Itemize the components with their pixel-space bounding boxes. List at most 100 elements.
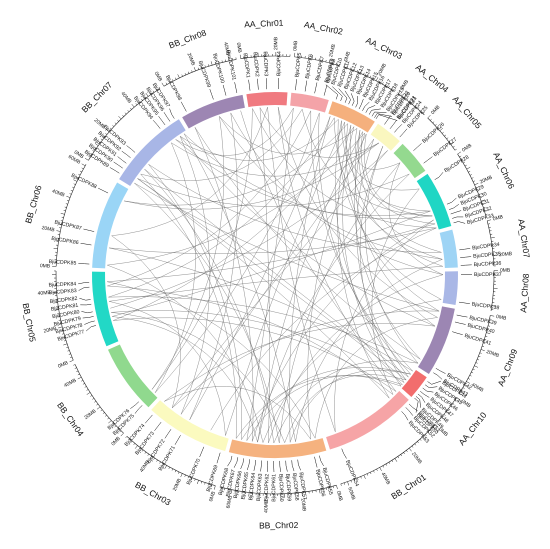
scale-tick bbox=[466, 166, 471, 170]
gene-marker-line bbox=[154, 421, 162, 431]
chromosome-label: AA_Chr02 bbox=[303, 19, 344, 36]
scale-tick bbox=[119, 430, 122, 433]
link-curve bbox=[219, 116, 443, 260]
gene-label: BjuCDPK65 bbox=[240, 472, 250, 500]
scale-tick bbox=[100, 138, 103, 141]
scale-tick bbox=[420, 109, 422, 112]
scale-tick bbox=[427, 114, 431, 119]
scale-tick bbox=[239, 54, 241, 59]
scale-tick bbox=[363, 72, 365, 75]
scale-tick bbox=[403, 452, 405, 455]
scale-tick-label: 40MB bbox=[51, 188, 66, 198]
chromosome-block-aa-chr04 bbox=[370, 123, 400, 151]
scale-tick bbox=[366, 74, 368, 77]
scale-tick-label: 40MB bbox=[380, 471, 392, 486]
link-curve bbox=[111, 310, 405, 383]
scale-tick-label: 40MB bbox=[63, 377, 78, 389]
scale-tick bbox=[194, 478, 196, 481]
gene-marker-line bbox=[260, 460, 262, 472]
scale-tick bbox=[475, 362, 478, 364]
scale-tick bbox=[120, 433, 124, 437]
chromosome-block-bb-chr05 bbox=[91, 271, 119, 347]
scale-tick bbox=[125, 436, 128, 438]
scale-tick-label: 0MB bbox=[492, 214, 504, 223]
scale-tick bbox=[487, 219, 492, 221]
gene-label: BjuCDPK27 bbox=[432, 137, 458, 158]
gene-marker-line bbox=[285, 460, 288, 472]
scale-tick bbox=[58, 326, 63, 329]
gene-label: BjuCDPK59 bbox=[284, 473, 292, 501]
scale-arc bbox=[163, 59, 237, 87]
link-curve bbox=[219, 116, 358, 155]
link-curve bbox=[144, 168, 409, 378]
scale-tick bbox=[171, 468, 174, 471]
gene-marker-line bbox=[389, 119, 397, 129]
link-curve bbox=[230, 112, 444, 275]
gene-marker-line bbox=[394, 124, 403, 133]
gene-marker-line bbox=[199, 446, 205, 458]
scale-tick bbox=[335, 62, 337, 65]
scale-tick-label: 0MB bbox=[496, 314, 508, 322]
scale-tick bbox=[482, 203, 485, 205]
scale-tick bbox=[141, 449, 144, 452]
scale-tick-label: 20MB bbox=[172, 477, 183, 492]
link-curve bbox=[257, 131, 363, 443]
link-curve bbox=[273, 360, 419, 444]
gene-marker-line bbox=[169, 108, 175, 119]
scale-tick bbox=[343, 63, 346, 68]
scale-tick bbox=[145, 93, 149, 97]
link-curve bbox=[289, 116, 331, 443]
scale-tick-label: 60MB bbox=[346, 486, 356, 501]
link-curve bbox=[172, 150, 388, 408]
chromosome-block-bb-chr04 bbox=[107, 344, 158, 408]
scale-tick bbox=[138, 101, 140, 103]
scale-tick bbox=[329, 487, 331, 490]
scale-tick bbox=[474, 182, 479, 186]
scale-tick bbox=[188, 71, 190, 74]
scale-tick bbox=[403, 96, 406, 99]
gene-label: BjuCDPK38 bbox=[471, 301, 499, 311]
link-curve bbox=[337, 125, 390, 399]
scale-tick bbox=[483, 207, 486, 209]
scale-tick bbox=[452, 402, 455, 405]
scale-tick-label: 0MB bbox=[461, 142, 473, 153]
scale-tick bbox=[175, 77, 177, 80]
link-curve bbox=[210, 227, 437, 431]
link-curve bbox=[364, 133, 433, 217]
link-curve bbox=[358, 130, 442, 253]
scale-tick bbox=[108, 420, 112, 424]
scale-tick bbox=[63, 210, 66, 212]
gene-marker-line bbox=[435, 368, 446, 374]
gene-marker-line bbox=[84, 320, 95, 325]
link-curve bbox=[345, 123, 440, 312]
scale-tick bbox=[100, 409, 103, 412]
scale-tick bbox=[201, 481, 203, 484]
scale-tick bbox=[441, 416, 444, 419]
scale-tick bbox=[214, 485, 216, 490]
scale-tick bbox=[353, 479, 356, 482]
scale-tick bbox=[177, 74, 180, 79]
scale-tick bbox=[328, 58, 331, 63]
scale-tick bbox=[106, 129, 110, 133]
scale-tick bbox=[187, 476, 190, 479]
gene-label: BjuCDPK81 bbox=[51, 303, 79, 313]
gene-marker-line bbox=[365, 105, 376, 113]
gene-label: BjuCDPK58 bbox=[291, 473, 300, 501]
gene-marker-line bbox=[408, 403, 418, 412]
link-curve bbox=[134, 182, 440, 312]
gene-marker-line bbox=[82, 316, 94, 319]
scale-tick bbox=[72, 186, 75, 189]
link-curve bbox=[356, 139, 409, 378]
scale-tick-label: 0MB bbox=[153, 71, 164, 83]
scale-tick bbox=[211, 484, 213, 487]
gene-label: BjuCDPK82 bbox=[50, 296, 78, 305]
scale-tick-label: 40MB bbox=[222, 42, 231, 57]
scale-tick bbox=[414, 105, 417, 107]
scale-tick bbox=[143, 96, 146, 99]
scale-tick-label: 20MB bbox=[377, 62, 389, 77]
scale-tick bbox=[204, 65, 206, 68]
scale-tick bbox=[340, 483, 342, 486]
chromosome-block-bb-chr07 bbox=[119, 119, 186, 186]
scale-tick bbox=[88, 156, 91, 158]
scale-tick bbox=[69, 193, 72, 195]
